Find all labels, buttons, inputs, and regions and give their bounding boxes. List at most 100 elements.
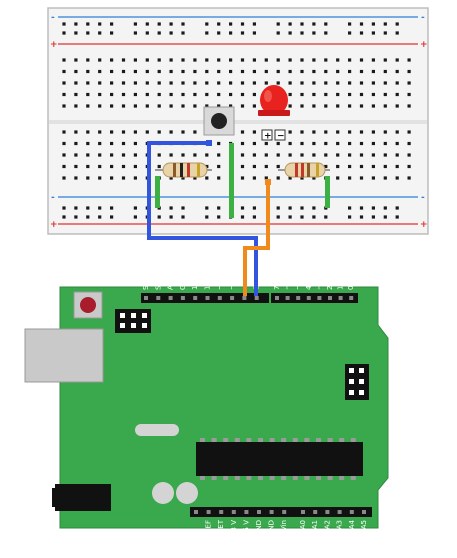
breadboard-hole	[169, 130, 173, 134]
breadboard-hole	[157, 69, 161, 74]
breadboard-hole	[98, 81, 102, 85]
breadboard-hole	[110, 164, 114, 169]
breadboard-hole	[74, 153, 78, 157]
breadboard-hole	[240, 130, 245, 134]
breadboard-hole	[300, 104, 304, 108]
breadboard-hole	[110, 153, 114, 157]
breadboard-hole	[359, 215, 364, 219]
breadboard-hole	[205, 81, 209, 85]
breadboard-hole	[217, 104, 221, 108]
breadboard-hole	[98, 31, 102, 35]
power-pin-label: GND	[268, 520, 276, 536]
breadboard-hole	[276, 176, 280, 180]
breadboard-hole	[312, 58, 316, 62]
breadboard-hole	[229, 58, 233, 62]
breadboard-hole	[288, 141, 292, 146]
breadboard-hole	[336, 130, 340, 134]
breadboard-hole	[229, 92, 233, 97]
breadboard-hole	[252, 58, 256, 62]
breadboard-hole	[276, 22, 280, 26]
breadboard-hole	[276, 81, 280, 85]
breadboard-hole	[395, 206, 399, 210]
breadboard-hole	[74, 31, 78, 35]
breadboard-hole	[395, 164, 399, 169]
breadboard-hole	[121, 58, 126, 62]
breadboard-hole	[395, 141, 399, 146]
breadboard-holes	[62, 22, 411, 219]
breadboard-hole	[133, 69, 137, 74]
breadboard-hole	[62, 104, 66, 108]
breadboard-hole	[169, 176, 173, 180]
breadboard-hole	[121, 81, 126, 85]
breadboard-hole	[348, 206, 352, 210]
digital-pin-label: 0(RX)	[347, 270, 355, 290]
digital-pin-label: 12	[204, 281, 212, 290]
breadboard-hole	[217, 215, 221, 219]
breadboard-hole	[407, 176, 411, 180]
breadboard-hole	[205, 104, 209, 108]
breadboard-hole	[74, 141, 78, 146]
power-pin-label: Vin	[280, 520, 288, 531]
breadboard-hole	[62, 153, 66, 157]
breadboard-hole	[145, 92, 149, 97]
breadboard-hole	[288, 176, 292, 180]
breadboard-hole	[98, 92, 102, 97]
breadboard-hole	[169, 22, 173, 26]
breadboard-hole	[110, 215, 114, 219]
breadboard-hole	[300, 92, 304, 97]
breadboard: - - + + - - + +	[47, 7, 429, 235]
breadboard-hole	[205, 69, 209, 74]
breadboard-hole	[145, 81, 149, 85]
breadboard-hole	[205, 22, 209, 26]
breadboard-hole	[395, 22, 399, 26]
breadboard-hole	[145, 31, 149, 35]
breadboard-hole	[133, 153, 137, 157]
breadboard-hole	[300, 22, 304, 26]
breadboard-hole	[252, 22, 256, 26]
breadboard-hole	[145, 130, 149, 134]
breadboard-hole	[276, 164, 280, 169]
digital-pin-label: GND	[179, 274, 187, 290]
breadboard-hole	[348, 164, 352, 169]
breadboard-hole	[110, 81, 114, 85]
breadboard-hole	[300, 81, 304, 85]
breadboard-hole	[62, 141, 66, 146]
breadboard-hole	[359, 104, 364, 108]
breadboard-hole	[86, 58, 90, 62]
breadboard-hole	[407, 153, 411, 157]
breadboard-hole	[86, 206, 90, 210]
digital-pin-label: ~3	[315, 280, 323, 290]
usb-connector	[24, 328, 104, 383]
breadboard-hole	[217, 58, 221, 62]
breadboard-hole	[348, 176, 352, 180]
breadboard-hole	[62, 58, 66, 62]
breadboard-hole	[371, 58, 375, 62]
breadboard-hole	[288, 69, 292, 74]
breadboard-hole	[371, 206, 375, 210]
breadboard-hole	[264, 58, 268, 62]
breadboard-hole	[407, 141, 411, 146]
breadboard-hole	[98, 215, 102, 219]
breadboard-hole	[359, 141, 364, 146]
breadboard-hole	[181, 31, 185, 35]
breadboard-hole	[240, 81, 245, 85]
breadboard-hole	[86, 215, 90, 219]
breadboard-hole	[348, 104, 352, 108]
breadboard-hole	[217, 22, 221, 26]
breadboard-hole	[121, 153, 126, 157]
breadboard-hole	[62, 206, 66, 210]
breadboard-hole	[300, 69, 304, 74]
breadboard-hole	[252, 176, 256, 180]
breadboard-hole	[86, 164, 90, 169]
breadboard-hole	[74, 69, 78, 74]
breadboard-hole	[62, 81, 66, 85]
breadboard-hole	[240, 164, 245, 169]
power-jack	[55, 484, 111, 511]
digital-pin-label: 4	[305, 285, 313, 290]
breadboard-hole	[110, 92, 114, 97]
breadboard-hole	[217, 31, 221, 35]
breadboard-hole	[348, 153, 352, 157]
breadboard-hole	[205, 58, 209, 62]
led-cathode-marker	[274, 129, 286, 141]
